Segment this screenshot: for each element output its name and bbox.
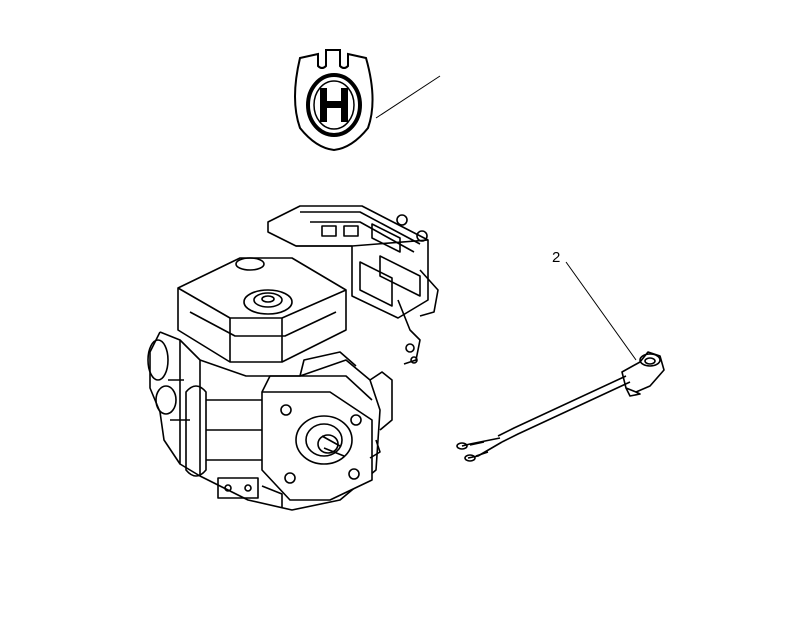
wire-harness[interactable]: [456, 351, 665, 462]
callout-leader-2: [565, 261, 637, 361]
engine-illustration: [147, 205, 439, 511]
callout-leader-1: [375, 75, 441, 119]
logo-decal[interactable]: [294, 49, 374, 152]
callout-label-2: 2: [552, 249, 560, 266]
